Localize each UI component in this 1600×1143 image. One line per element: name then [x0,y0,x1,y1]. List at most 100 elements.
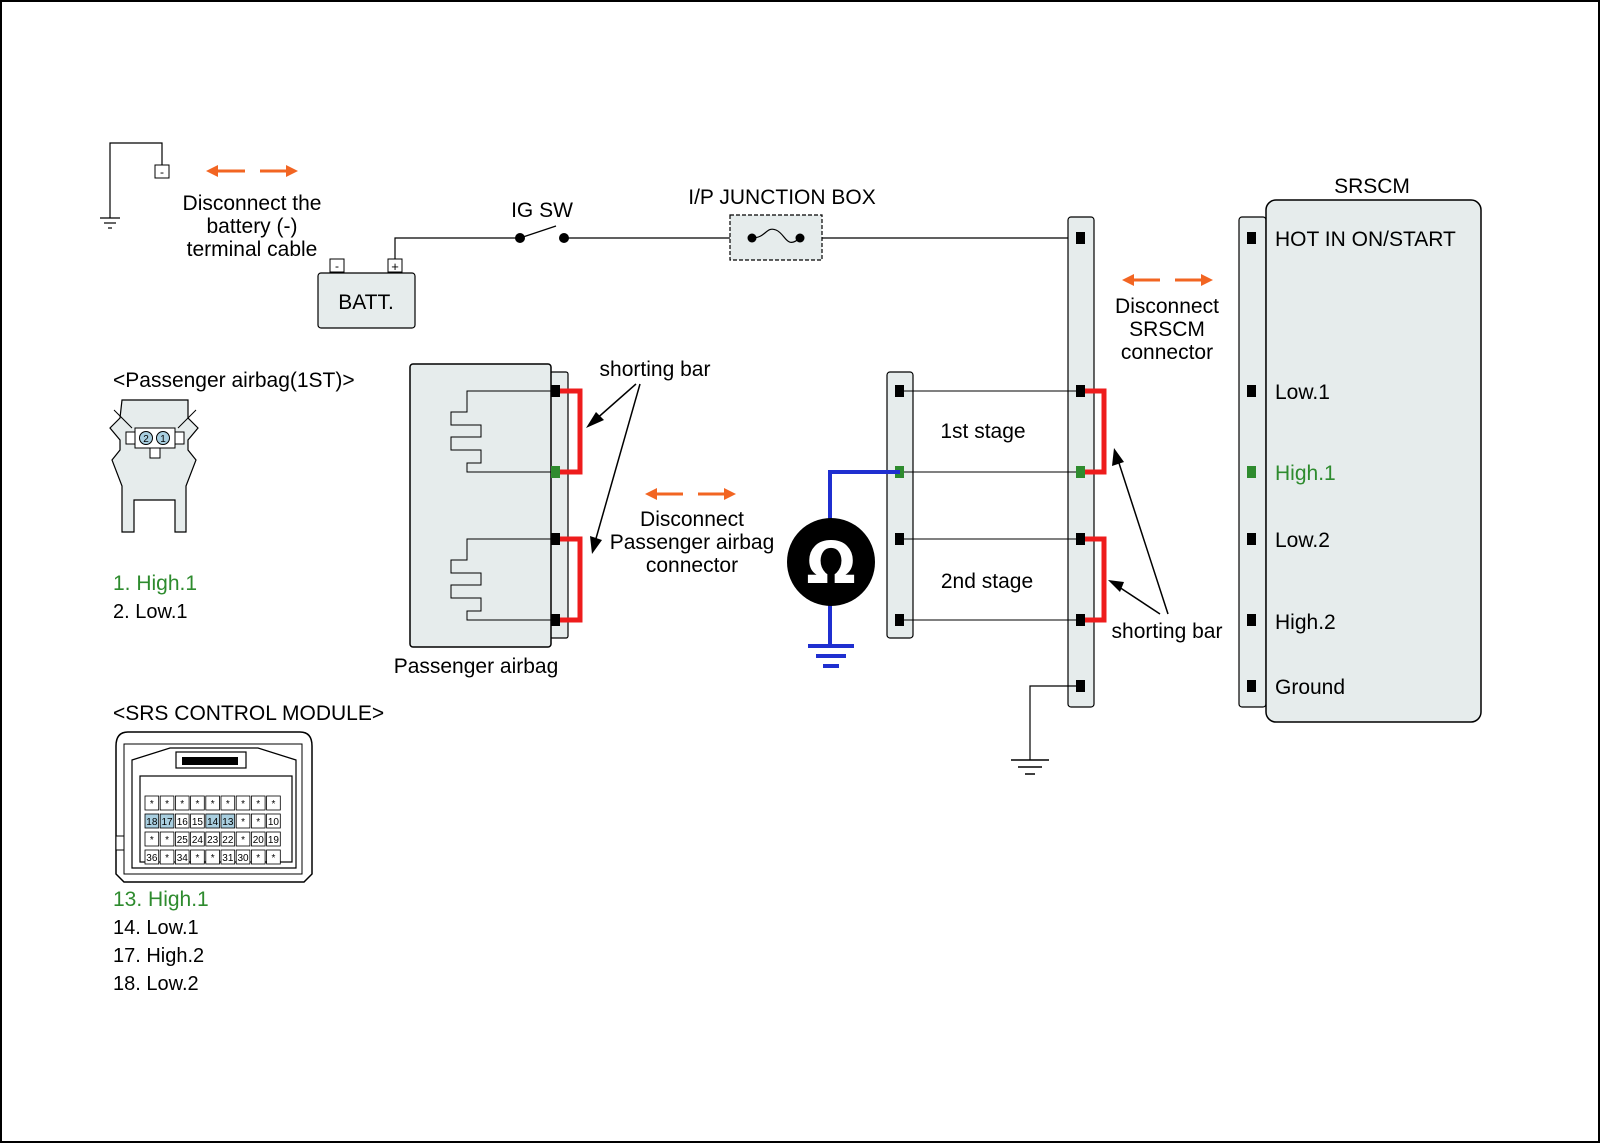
srs-pin-label: 19 [268,835,280,846]
srs-pin-cell [266,795,281,811]
ig-switch-label: IG SW [511,199,573,222]
passenger-pin-2: 2 [143,434,149,445]
srs-pin-cell [144,795,160,811]
srs-pin-cell [159,795,175,811]
passenger-legend-low1: 2. Low.1 [113,601,188,623]
srs-pin-cell [190,849,205,865]
srs-pin-label: * [256,799,260,810]
srs-pin-cell [250,813,266,829]
srs-pin-label: 15 [192,817,204,828]
passenger-note-line3: connector [646,554,738,577]
battery-label: BATT. [338,291,394,314]
srs-pin-label: * [150,835,154,846]
srs-pin-cell [205,813,220,829]
ground-symbol-icon [100,217,120,229]
srs-pin-cell [220,813,236,829]
stage1-label: 1st stage [940,420,1025,443]
harness-connector-strip [1067,216,1095,708]
srs-pin-label: * [211,799,215,810]
srs-pin-label: 20 [253,835,265,846]
battery-note-line2: battery (-) [206,215,297,238]
passenger-connector-title: <Passenger airbag(1ST)> [113,369,355,392]
srs-pin-label: 30 [237,853,249,864]
srs-pin-cell [205,795,220,811]
srs-pin-label: 14 [207,817,219,828]
srs-pin-label: * [180,799,184,810]
battery-plus-terminal: + [391,259,399,274]
svg-text:Ω: Ω [806,529,855,597]
passenger-airbag-module [409,363,583,648]
srs-pin-label: * [150,799,154,810]
srs-pin-cell [174,849,190,865]
srs-pin-cell [235,795,251,811]
srs-pin-label: * [271,799,275,810]
srs-pin-cell [190,831,205,847]
srs-pin-label: * [226,799,230,810]
srs-pin-label: 31 [222,853,234,864]
shorting-bar-pointers-left [586,383,641,554]
srs-pin-cell [220,849,236,865]
srs-pin-cell [266,831,281,847]
srs-pin-cell [159,831,175,847]
srs-pin-cell [159,849,175,865]
srs-pin-cell [235,849,251,865]
meter-lead-positive [828,470,900,520]
disconnect-arrows-passenger [645,488,736,500]
srs-pin-label: 13 [222,817,234,828]
srs-pin-label: * [241,817,245,828]
srs-pin-label: * [271,853,275,864]
battery: - + BATT. [317,258,416,329]
srs-pin-label: * [241,835,245,846]
srs-pin-label: * [165,835,169,846]
srs-pin-cell [205,831,220,847]
harness-shorting-bars [1085,388,1107,623]
srs-pin-label: 10 [268,817,280,828]
airbag-harness-strip [886,371,914,639]
srscm-pin-ground: Ground [1275,676,1345,699]
srs-connector-title: <SRS CONTROL MODULE> [113,702,384,725]
srscm-module [1238,199,1482,723]
srs-pin-label: * [195,799,199,810]
srs-pin-label: 18 [146,817,158,828]
srs-pin-cell [205,849,220,865]
srs-pin-label: * [256,853,260,864]
srs-legend-low1: 14. Low.1 [113,917,199,939]
srs-pin-label: * [165,853,169,864]
passenger-note-line2: Passenger airbag [610,531,775,554]
passenger-pin-1: 1 [160,434,166,445]
srs-pin-cell [190,813,205,829]
srs-pin-label: * [195,853,199,864]
srscm-pin-low2: Low.2 [1275,529,1330,552]
stage-wires [904,390,1076,621]
srscm-note-line2: SRSCM [1129,318,1205,341]
srs-pin-cell [250,795,266,811]
srs-pin-cell [220,795,236,811]
srs-pin-label: 17 [161,817,173,828]
battery-feed-wire [394,237,520,259]
battery-minus-terminal: - [335,259,339,273]
srs-pin-cell [190,795,205,811]
srs-pin-cell [266,849,281,865]
srs-legend-high1: 13. High.1 [113,888,209,911]
srscm-title: SRSCM [1334,175,1410,198]
srs-legend-low2: 18. Low.2 [113,973,199,995]
srs-pin-cell [174,813,190,829]
srs-pin-label: 22 [222,835,234,846]
srs-pin-label: 16 [177,817,189,828]
srs-pin-label: 23 [207,835,219,846]
junction-box-label: I/P JUNCTION BOX [688,186,875,209]
ohmmeter-icon: Ω [787,518,875,606]
shorting-bar-pointers-right [1108,448,1169,615]
srs-pin-cell [159,813,175,829]
disconnect-arrows-battery [206,165,298,177]
srs-pin-cell [144,849,160,865]
switch-icon [515,225,569,243]
srs-pin-label: 34 [177,853,189,864]
battery-note-line3: terminal cable [187,238,318,261]
srs-pin-label: * [256,817,260,828]
srscm-note-line3: connector [1121,341,1213,364]
